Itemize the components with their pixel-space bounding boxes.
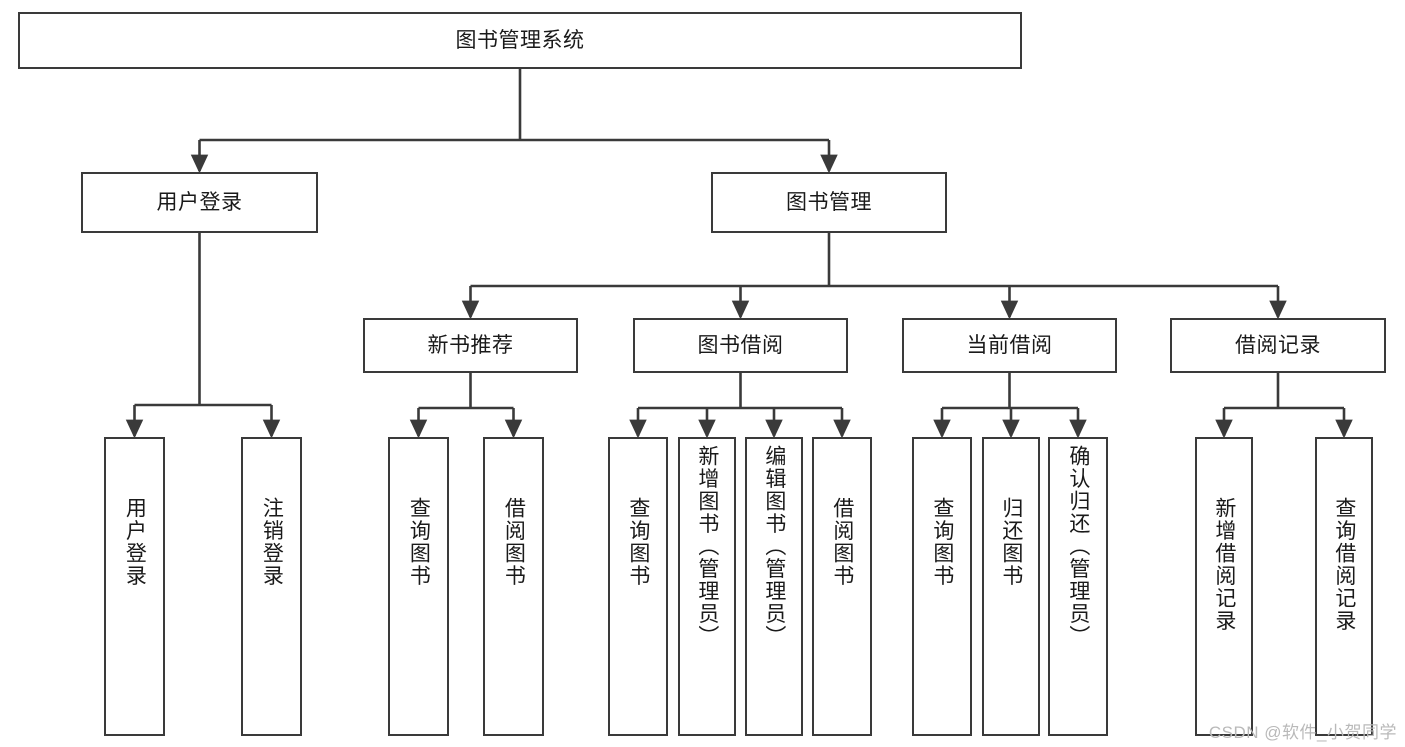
leaf-label-edit-book-admin: 编辑图书（管理员） bbox=[762, 445, 786, 648]
leaf-label-return-book: 归还图书 bbox=[999, 497, 1023, 587]
leaf-edit-book-admin[interactable]: 编辑图书（管理员） bbox=[745, 437, 803, 736]
leaf-query-book-2[interactable]: 查询图书 bbox=[608, 437, 668, 736]
node-new-book-recommendation[interactable]: 新书推荐 bbox=[363, 318, 578, 373]
csdn-watermark: CSDN @软件_小贺同学 bbox=[1208, 723, 1397, 742]
node-label-current-borrowing: 当前借阅 bbox=[966, 333, 1053, 357]
leaf-query-borrowing-record[interactable]: 查询借阅记录 bbox=[1315, 437, 1373, 736]
leaf-label-borrow-book-1: 借阅图书 bbox=[502, 497, 526, 587]
node-label-borrowing-record: 借阅记录 bbox=[1235, 333, 1321, 357]
leaf-label-query-book-2: 查询图书 bbox=[626, 497, 650, 587]
node-book-borrowing[interactable]: 图书借阅 bbox=[633, 318, 848, 373]
node-user-login[interactable]: 用户登录 bbox=[81, 172, 318, 233]
leaf-label-logout: 注销登录 bbox=[260, 497, 284, 587]
leaf-label-query-book-3: 查询图书 bbox=[930, 497, 954, 587]
node-label-root-system: 图书管理系统 bbox=[455, 28, 585, 52]
node-book-management[interactable]: 图书管理 bbox=[711, 172, 947, 233]
leaf-label-confirm-return-admin: 确认归还（管理员） bbox=[1066, 445, 1090, 648]
node-label-user-login: 用户登录 bbox=[156, 190, 243, 214]
leaf-add-borrowing-record[interactable]: 新增借阅记录 bbox=[1195, 437, 1253, 736]
leaf-return-book[interactable]: 归还图书 bbox=[982, 437, 1040, 736]
leaf-label-query-borrowing-record: 查询借阅记录 bbox=[1332, 497, 1356, 632]
leaf-query-book-3[interactable]: 查询图书 bbox=[912, 437, 972, 736]
leaf-label-add-book-admin: 新增图书（管理员） bbox=[695, 445, 719, 648]
leaf-logout[interactable]: 注销登录 bbox=[241, 437, 302, 736]
node-root-system[interactable]: 图书管理系统 bbox=[18, 12, 1022, 69]
node-current-borrowing[interactable]: 当前借阅 bbox=[902, 318, 1117, 373]
leaf-query-book-1[interactable]: 查询图书 bbox=[388, 437, 449, 736]
leaf-label-borrow-book-2: 借阅图书 bbox=[830, 497, 854, 587]
leaf-add-book-admin[interactable]: 新增图书（管理员） bbox=[678, 437, 736, 736]
node-label-book-borrowing: 图书借阅 bbox=[697, 333, 784, 357]
leaf-label-query-book-1: 查询图书 bbox=[407, 497, 431, 587]
node-borrowing-record[interactable]: 借阅记录 bbox=[1170, 318, 1386, 373]
node-label-book-management: 图书管理 bbox=[786, 190, 872, 214]
leaf-borrow-book-1[interactable]: 借阅图书 bbox=[483, 437, 544, 736]
node-label-new-book-recommendation: 新书推荐 bbox=[427, 333, 514, 357]
leaf-label-user-login: 用户登录 bbox=[123, 497, 147, 587]
leaf-user-login[interactable]: 用户登录 bbox=[104, 437, 165, 736]
leaf-borrow-book-2[interactable]: 借阅图书 bbox=[812, 437, 872, 736]
leaf-label-add-borrowing-record: 新增借阅记录 bbox=[1212, 497, 1236, 632]
leaf-confirm-return-admin[interactable]: 确认归还（管理员） bbox=[1048, 437, 1108, 736]
